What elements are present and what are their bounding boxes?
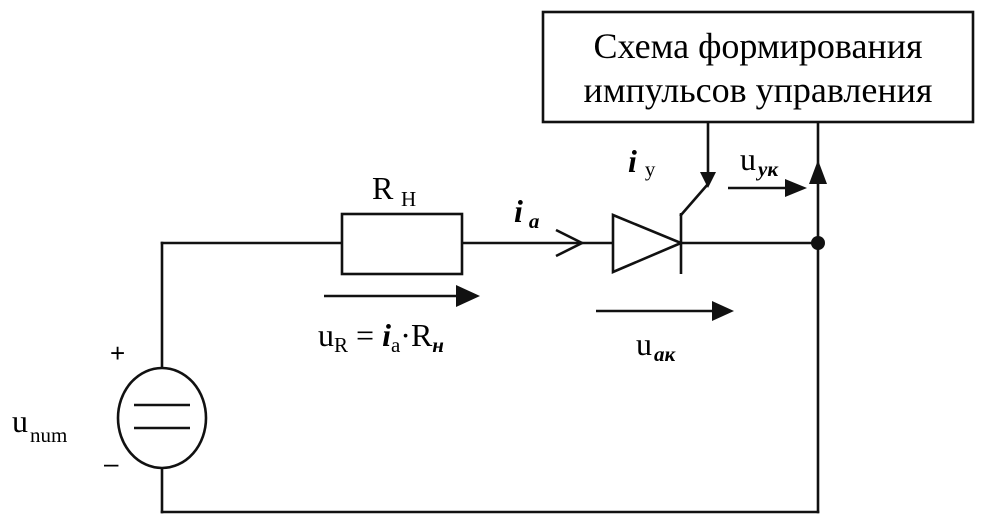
control-voltage-label: uук — [740, 141, 779, 181]
thyristor-triangle — [611, 213, 685, 274]
resistor-label-sub: H — [401, 187, 416, 211]
source-circle — [116, 366, 208, 470]
circuit-wires — [160, 118, 820, 514]
control-pulse-block — [541, 10, 975, 124]
thyristor — [611, 213, 685, 274]
voltage-source — [116, 366, 208, 470]
junction-dot — [811, 236, 825, 250]
control-block-line2: импульсов управления — [584, 70, 933, 110]
resistor-voltage-formula: uR = ia·Rн — [318, 317, 444, 357]
source-minus-sign: – — [104, 448, 119, 478]
control-voltage-up-arrowhead — [809, 160, 827, 184]
source-voltage-label: unum — [12, 403, 67, 447]
voltage-arrow-uyk — [728, 179, 807, 197]
control-block-line1: Схема формирования — [593, 26, 922, 66]
gate-current-arrowhead — [700, 172, 716, 188]
load-resistor — [340, 212, 464, 276]
anode-current-arrow — [555, 228, 585, 258]
anode-cathode-voltage-label: uак — [636, 326, 677, 366]
resistor-label: R — [372, 170, 394, 206]
voltage-arrow-uak — [596, 301, 734, 321]
wire-gate-lead — [679, 182, 710, 217]
voltage-arrow-uR — [324, 285, 480, 307]
source-plus-sign: + — [110, 338, 125, 368]
